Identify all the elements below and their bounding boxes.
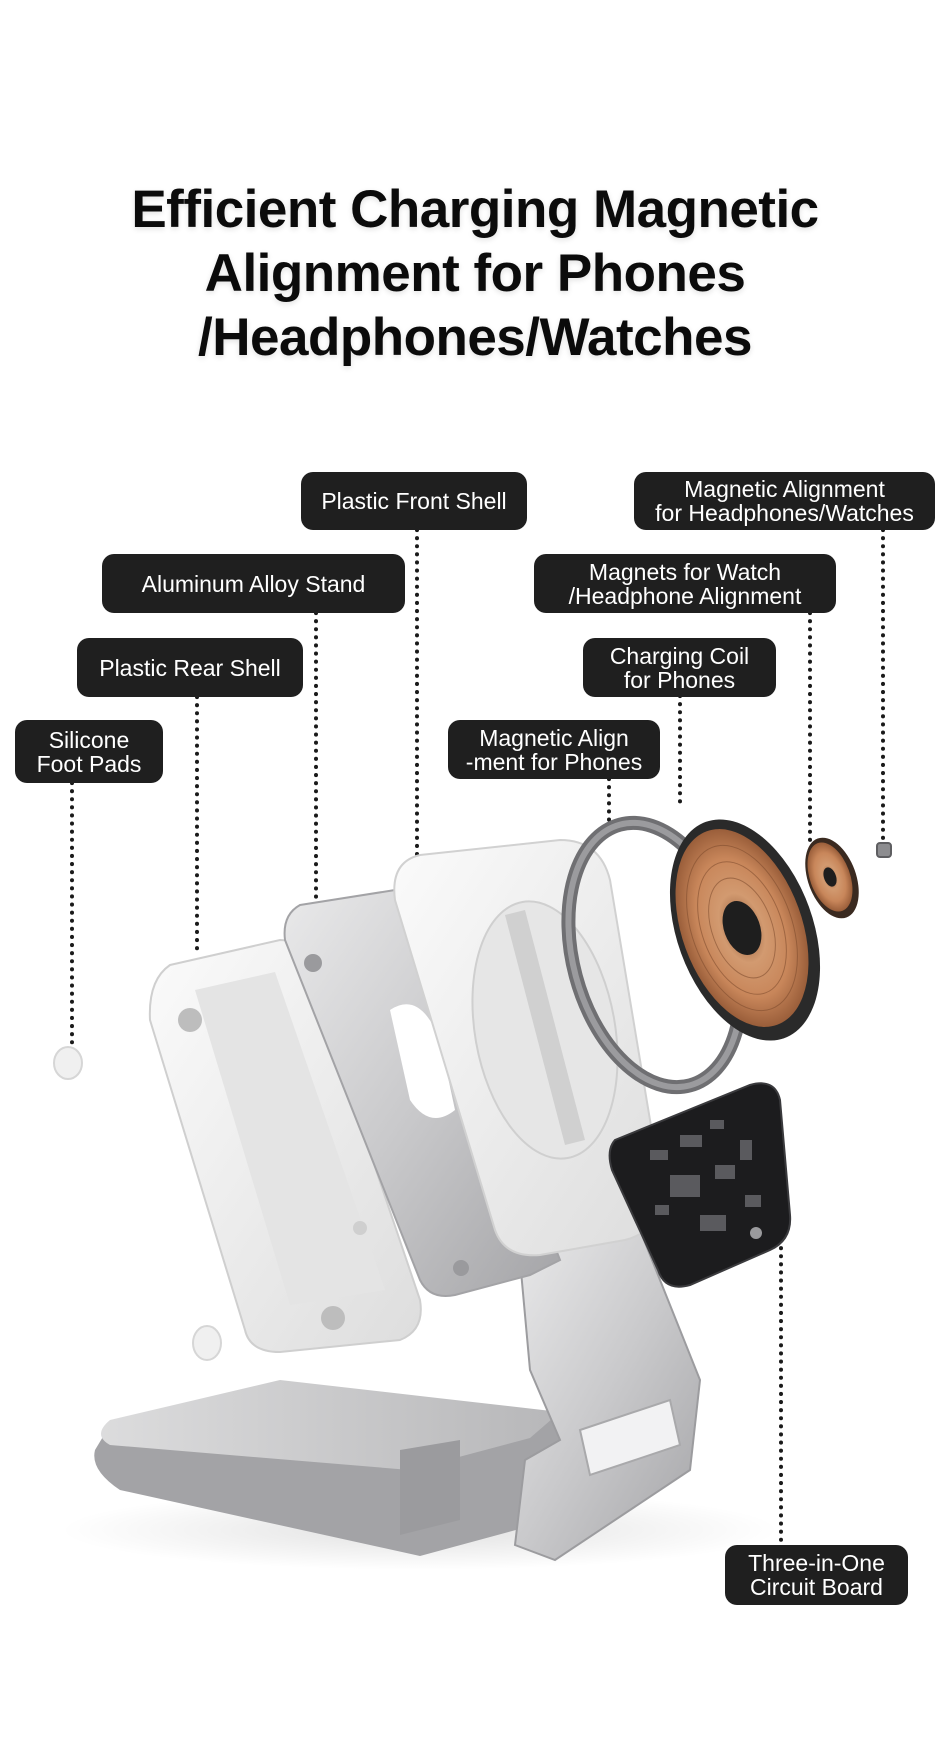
label-text: Magnetic Align bbox=[479, 724, 629, 751]
label-three-in-one-circuit-board: Three-in-One Circuit Board bbox=[725, 1545, 908, 1605]
label-text: -ment for Phones bbox=[465, 748, 643, 775]
label-silicone-foot-pads: Silicone Foot Pads bbox=[15, 720, 163, 783]
label-text: Charging Coil bbox=[609, 642, 750, 669]
watch-magnet bbox=[876, 842, 892, 858]
label-magnetic-alignment-headphones-watches: Magnetic Alignment for Headphones/Watche… bbox=[634, 472, 935, 530]
foot-pad-upper bbox=[53, 1046, 83, 1080]
label-text: for Phones bbox=[623, 666, 736, 693]
circuit-board bbox=[608, 1082, 792, 1288]
title-line-1: Efficient Charging Magnetic bbox=[131, 180, 819, 239]
label-text: Silicone bbox=[48, 726, 130, 753]
label-aluminum-alloy-stand: Aluminum Alloy Stand bbox=[102, 554, 405, 613]
phone-charging-coil bbox=[669, 819, 821, 1041]
label-text: Plastic Rear Shell bbox=[99, 654, 281, 681]
label-text: Circuit Board bbox=[750, 1574, 883, 1600]
page-title: Efficient Charging Magnetic Alignment fo… bbox=[0, 178, 950, 370]
watch-charging-coil bbox=[805, 837, 859, 919]
stand-base bbox=[94, 1380, 561, 1556]
label-text: Magnetic Alignment bbox=[684, 476, 885, 502]
label-plastic-rear-shell: Plastic Rear Shell bbox=[77, 638, 303, 697]
title-line-2: Alignment for Phones bbox=[204, 244, 746, 303]
stand-hinge bbox=[513, 1228, 702, 1562]
label-magnets-watch-headphone: Magnets for Watch /Headphone Alignment bbox=[534, 554, 836, 613]
title-line-3: /Headphones/Watches bbox=[198, 308, 753, 367]
label-magnetic-alignment-phones: Magnetic Align -ment for Phones bbox=[448, 720, 660, 779]
leader-lines bbox=[70, 528, 885, 1545]
label-charging-coil: Charging Coil for Phones bbox=[583, 638, 776, 697]
label-text: Aluminum Alloy Stand bbox=[141, 570, 366, 597]
label-text: /Headphone Alignment bbox=[568, 582, 802, 609]
foot-pad-lower bbox=[192, 1325, 222, 1361]
label-plastic-front-shell: Plastic Front Shell bbox=[301, 472, 527, 530]
rear-shell bbox=[148, 938, 422, 1354]
label-text: Foot Pads bbox=[36, 750, 142, 777]
label-text: Three-in-One bbox=[748, 1550, 885, 1576]
front-shell bbox=[393, 838, 662, 1257]
label-text: Magnets for Watch bbox=[588, 558, 782, 585]
label-text: for Headphones/Watches bbox=[655, 500, 914, 526]
label-text: Plastic Front Shell bbox=[321, 488, 507, 514]
